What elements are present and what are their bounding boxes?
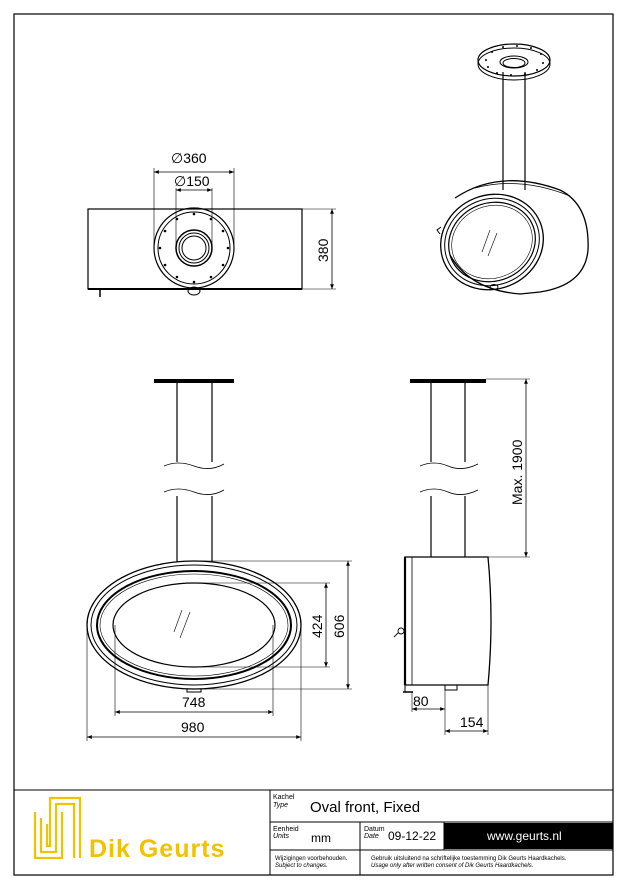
top-view-pipe	[175, 229, 213, 267]
disclaimer-en: Subject to changes.	[275, 863, 328, 869]
front-oval-body	[86, 560, 302, 690]
top-view	[87, 168, 336, 297]
dim-glass-height: 424	[309, 614, 325, 638]
front-ceiling-plate	[154, 379, 234, 383]
dim-max-height: Max. 1900	[509, 439, 525, 505]
iso-flange	[477, 43, 551, 77]
type-label-en: Type	[273, 802, 288, 809]
brand-name: Dik Geurts	[89, 835, 225, 863]
top-view-flange	[153, 207, 235, 289]
dim-pipe-diameter: ∅150	[174, 173, 210, 189]
dim-side-depth: 80	[413, 693, 429, 709]
iso-oval-front	[440, 193, 544, 291]
drawing-border	[13, 13, 614, 876]
dim-glass-width: 748	[182, 694, 206, 710]
side-ceiling-plate	[410, 379, 486, 383]
units-label: Eenheid	[273, 826, 299, 833]
disclaimer-nl: Wijzigingen voorbehouden.	[275, 856, 348, 862]
top-view-body	[87, 208, 303, 290]
date-label-en: Date	[364, 833, 379, 840]
side-stove-body	[404, 556, 492, 686]
dim-flange-diameter: ∅360	[171, 150, 207, 166]
iso-stove-body	[449, 180, 589, 295]
dim-side-offset: 154	[460, 714, 484, 730]
units-value: mm	[311, 831, 331, 845]
dim-total-height: 606	[331, 614, 347, 638]
website-bar	[444, 823, 613, 849]
dim-height-top: 380	[315, 238, 331, 262]
type-label: Kachel	[273, 794, 295, 801]
side-view	[393, 378, 530, 735]
dik-geurts-logo-icon	[33, 796, 82, 860]
dim-total-width: 980	[181, 719, 205, 735]
usage-en: Usage only after written consent of Dik …	[371, 863, 533, 869]
front-view	[86, 379, 352, 741]
flange-bolt-holes	[158, 212, 230, 284]
units-label-en: Units	[273, 833, 289, 840]
product-name: Oval front, Fixed	[310, 799, 420, 816]
usage-nl: Gebruik uitsluitend na schriftelijke toe…	[371, 856, 567, 862]
date-value: 09-12-22	[388, 829, 436, 843]
date-label: Datum	[364, 826, 385, 833]
front-oval-glass	[112, 582, 276, 668]
website-link[interactable]: www.geurts.nl	[486, 829, 562, 843]
isometric-view	[436, 43, 589, 295]
front-oval-door	[96, 570, 292, 680]
title-block	[14, 789, 613, 875]
